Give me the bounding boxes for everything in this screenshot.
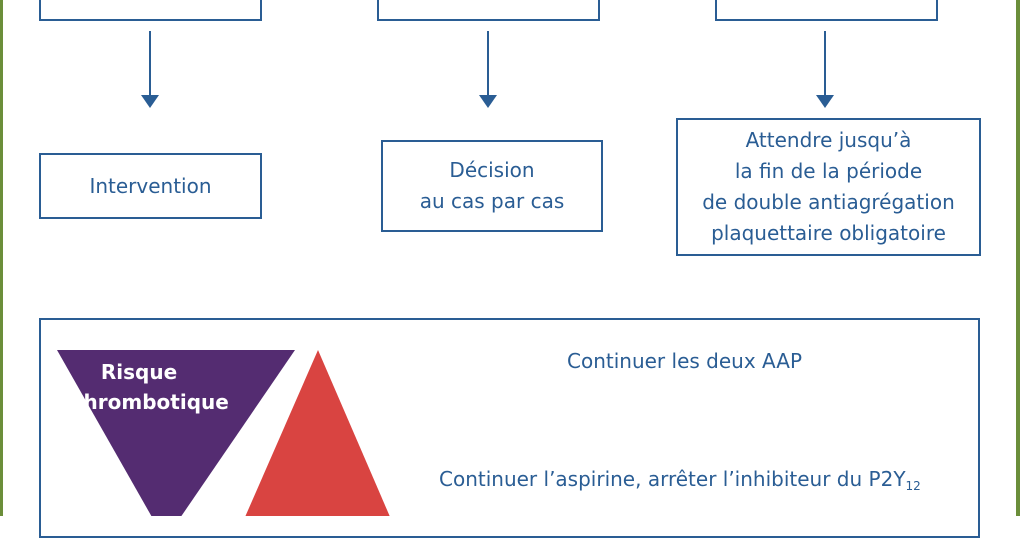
result-box-intervention: Intervention (39, 153, 262, 219)
down-arrow-left (140, 31, 160, 108)
result-text-case-by-case: Décision au cas par cas (419, 158, 565, 213)
risk-triangles (57, 350, 390, 516)
top-box-center (377, 0, 600, 21)
advice-continue-aspirin-text: Continuer l’aspirine, arrêter l’inhibite… (439, 467, 906, 491)
bleeding-risk-triangle (245, 350, 390, 516)
down-arrow-right (815, 31, 835, 108)
result-text-wait: Attendre jusqu’à la fin de la période de… (702, 128, 955, 245)
thrombotic-risk-triangle (57, 350, 295, 516)
result-box-case-by-case: Décision au cas par cas (381, 140, 603, 232)
result-text-intervention: Intervention (89, 173, 212, 198)
down-arrow-center (478, 31, 498, 108)
frame-right-border (1016, 0, 1020, 516)
thrombotic-risk-label: Risque thrombotique (74, 360, 229, 414)
advice-continue-aspirin: Continuer l’aspirine, arrêter l’inhibite… (439, 466, 921, 499)
p2y12-subscript: 12 (905, 479, 921, 493)
result-box-wait: Attendre jusqu’à la fin de la période de… (676, 118, 981, 256)
advice-continue-both-text: Continuer les deux AAP (567, 349, 802, 373)
top-box-left (39, 0, 262, 21)
frame-left-border (0, 0, 3, 516)
top-box-right (715, 0, 938, 21)
advice-continue-both: Continuer les deux AAP (567, 348, 802, 374)
